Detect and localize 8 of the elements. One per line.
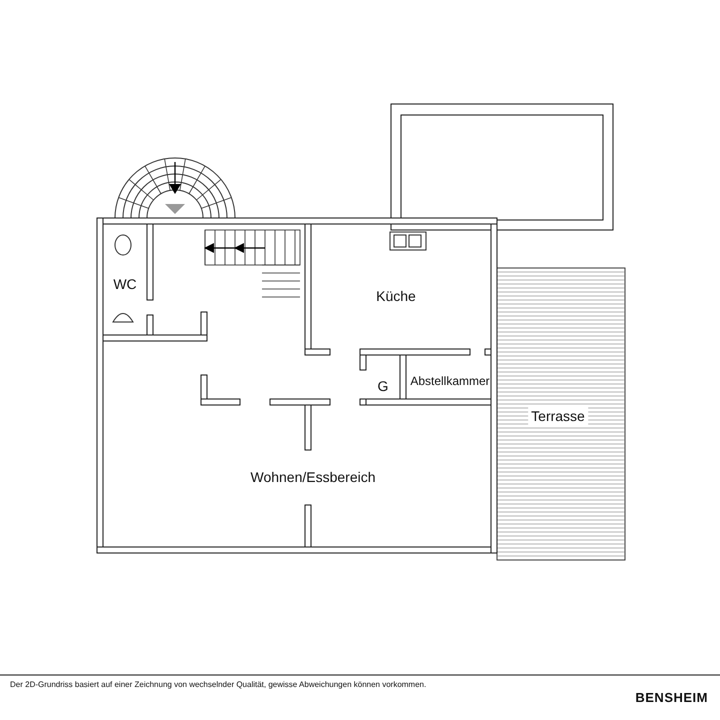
room-label: Abstellkammer	[410, 373, 490, 389]
room-label: WC	[113, 276, 137, 292]
room-label: G	[378, 378, 388, 394]
room-label: Wohnen/Essbereich	[250, 469, 376, 485]
room-label: Terrasse	[528, 407, 588, 425]
room-label: Küche	[376, 288, 416, 304]
place-name: BENSHEIM	[635, 690, 708, 705]
disclaimer-text: Der 2D-Grundriss basiert auf einer Zeichnung von wechselnder Qualität, gewisse Abweichungen können vorkommen.	[10, 680, 428, 690]
